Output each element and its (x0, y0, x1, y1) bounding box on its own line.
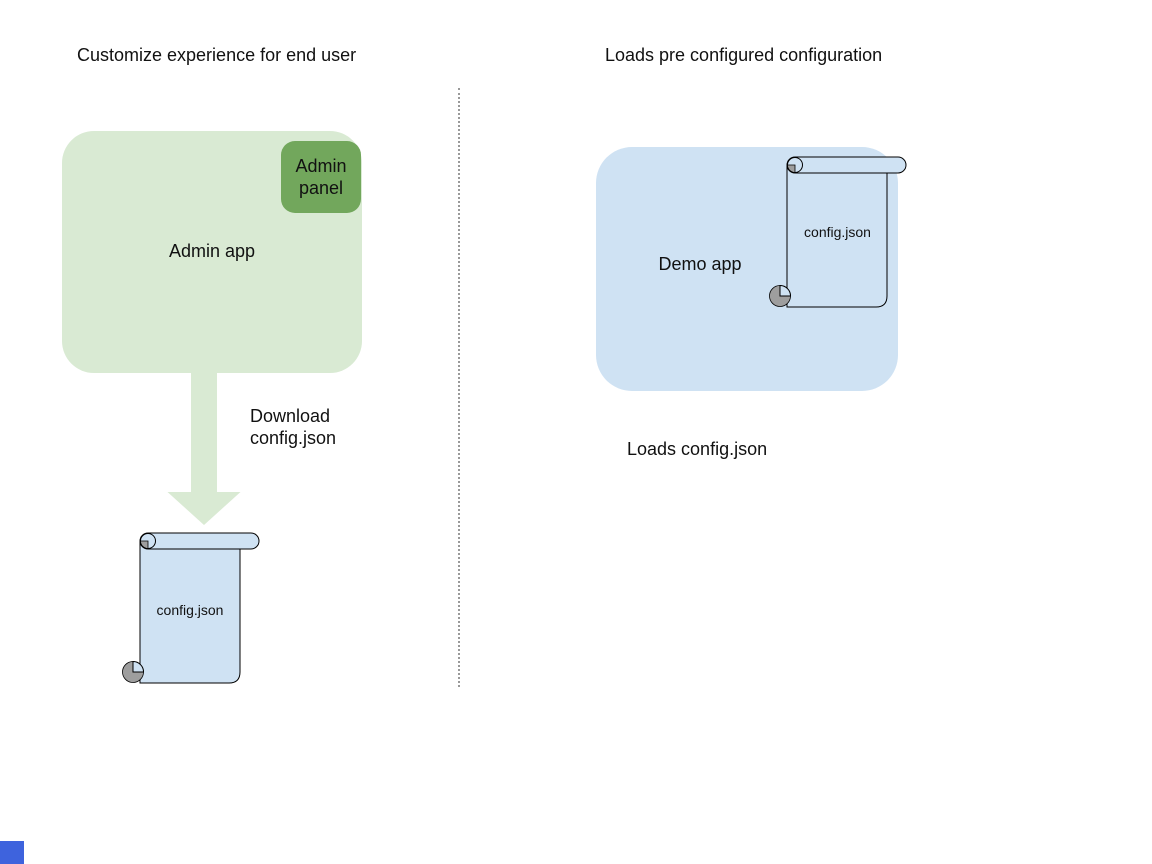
right-section-title: Loads pre configured configuration (605, 45, 883, 65)
right-config-file-label: config.json (804, 224, 871, 240)
section-divider (458, 88, 460, 687)
corner-blue-square (0, 841, 24, 864)
config-json-scroll-icon (769, 156, 907, 308)
download-arrow-icon (167, 373, 241, 525)
left-config-file-label: config.json (156, 602, 224, 618)
download-arrow-shape (167, 373, 241, 525)
scroll-top-roll (139, 532, 260, 550)
demo-app-label: Demo app (658, 254, 742, 274)
download-config-label: Download config.json (250, 406, 337, 448)
config-json-scroll-icon (122, 532, 260, 684)
scroll-top-curl-shade (140, 540, 149, 549)
loads-config-caption: Loads config.json (627, 439, 768, 459)
left-section-title: Customize experience for end user (77, 45, 357, 65)
scroll-bottom-curl-notch (132, 660, 145, 673)
admin-app-label: Admin app (168, 241, 256, 261)
scroll-body (139, 541, 241, 684)
scroll-body (786, 165, 888, 308)
scroll-top-roll (786, 156, 907, 174)
scroll-bottom-curl-notch (779, 284, 792, 297)
admin-panel-box: Admin panel (281, 141, 361, 213)
scroll-top-curl-shade (787, 164, 796, 173)
